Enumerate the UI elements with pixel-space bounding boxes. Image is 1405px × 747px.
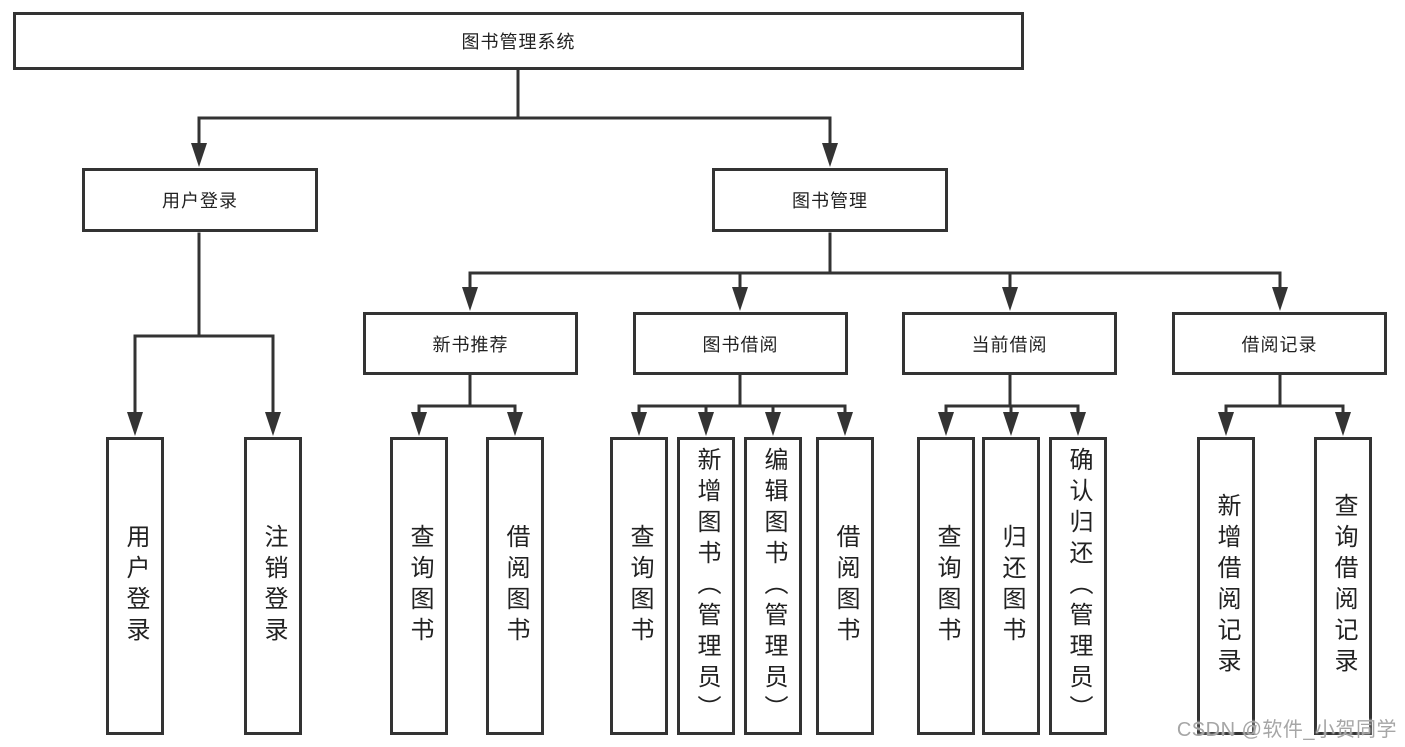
leaf-borrow-add-books-admin-label: 新增图书（管理员）: [693, 446, 720, 726]
leaf-current-query-books-label: 查询图书: [933, 524, 960, 648]
leaf-records-add-record-label: 新增借阅记录: [1213, 493, 1240, 679]
node-current-borrow: 当前借阅: [902, 312, 1117, 375]
node-book-borrow-label: 图书借阅: [702, 334, 779, 355]
node-user-login: 用户登录: [82, 168, 318, 232]
leaf-borrow-borrow-books: 借阅图书: [816, 437, 874, 735]
leaf-borrow-edit-books-admin: 编辑图书（管理员）: [744, 437, 802, 735]
leaf-recommend-borrow-books-label: 借阅图书: [502, 524, 529, 648]
node-book-management-label: 图书管理: [792, 191, 868, 211]
node-library-system: 图书管理系统: [13, 12, 1024, 70]
leaf-current-confirm-return-admin-label: 确认归还（管理员）: [1065, 446, 1092, 726]
leaf-current-confirm-return-admin: 确认归还（管理员）: [1049, 437, 1107, 735]
leaf-current-return-books: 归还图书: [982, 437, 1040, 735]
node-borrow-records: 借阅记录: [1172, 312, 1387, 375]
leaf-logout-label: 注销登录: [260, 524, 287, 648]
csdn-watermark: CSDN @软件_小贺同学: [1176, 719, 1397, 741]
leaf-records-query-record: 查询借阅记录: [1314, 437, 1372, 735]
leaf-records-add-record: 新增借阅记录: [1197, 437, 1255, 735]
node-book-management: 图书管理: [712, 168, 948, 232]
leaf-borrow-add-books-admin: 新增图书（管理员）: [677, 437, 735, 735]
leaf-borrow-borrow-books-label: 借阅图书: [832, 524, 859, 648]
node-borrow-records-label: 借阅记录: [1241, 334, 1318, 355]
leaf-borrow-query-books: 查询图书: [610, 437, 668, 735]
leaf-records-query-record-label: 查询借阅记录: [1330, 493, 1357, 679]
node-book-borrow: 图书借阅: [633, 312, 848, 375]
leaf-recommend-borrow-books: 借阅图书: [486, 437, 544, 735]
leaf-logout: 注销登录: [244, 437, 302, 735]
leaf-user-login-label: 用户登录: [122, 524, 149, 648]
leaf-borrow-edit-books-admin-label: 编辑图书（管理员）: [760, 446, 787, 726]
leaf-recommend-query-books-label: 查询图书: [406, 524, 433, 648]
leaf-recommend-query-books: 查询图书: [390, 437, 448, 735]
node-user-login-label: 用户登录: [162, 191, 238, 211]
leaf-user-login: 用户登录: [106, 437, 164, 735]
node-new-book-recommend: 新书推荐: [363, 312, 578, 375]
node-library-system-label: 图书管理系统: [461, 32, 576, 52]
leaf-borrow-query-books-label: 查询图书: [626, 524, 653, 648]
node-new-book-recommend-label: 新书推荐: [432, 334, 509, 355]
leaf-current-return-books-label: 归还图书: [998, 524, 1025, 648]
node-current-borrow-label: 当前借阅: [971, 334, 1048, 355]
leaf-current-query-books: 查询图书: [917, 437, 975, 735]
